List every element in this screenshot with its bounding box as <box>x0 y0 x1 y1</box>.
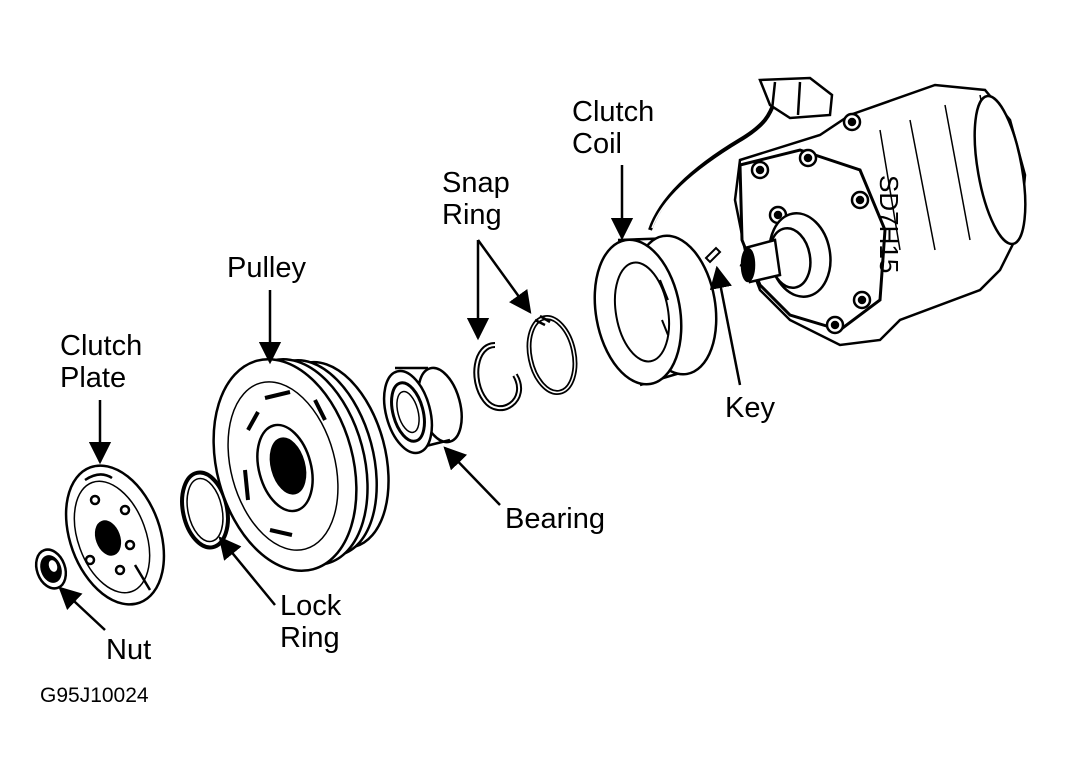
clutch-coil-label-line2: Coil <box>572 128 622 160</box>
bearing-arrow <box>443 446 501 506</box>
clutch-plate-part <box>64 464 166 606</box>
figure-code: G95J10024 <box>40 684 149 707</box>
nut-arrow <box>58 586 106 631</box>
snap-ring-1-part <box>473 342 523 412</box>
snap-ring-label-line2: Ring <box>442 199 502 231</box>
leader-arrows <box>58 165 742 631</box>
clutch-coil-label: Clutch Coil <box>572 96 654 160</box>
lock-ring-label: Lock Ring <box>280 590 341 654</box>
key-part <box>704 246 722 264</box>
pulley-label: Pulley <box>227 252 306 284</box>
lock-ring-arrow <box>218 536 276 606</box>
clutch-plate-label: Clutch Plate <box>60 330 142 394</box>
bearing-part <box>382 366 463 455</box>
clutch-coil-label-line1: Clutch <box>572 96 655 128</box>
clutch-plate-label-line1: Clutch <box>60 330 143 362</box>
compressor-body: SD7H15 <box>648 76 1027 347</box>
snap-ring-label-line1: Snap <box>442 167 510 199</box>
clutch-coil-part <box>593 234 718 387</box>
snap-ring-2-part <box>526 314 578 395</box>
lock-ring-label-line1: Lock <box>280 590 342 622</box>
snap-ring-label: Snap Ring <box>442 167 510 231</box>
key-label: Key <box>725 392 775 424</box>
nut-label: Nut <box>106 634 152 666</box>
compressor-marking-text: SD7H15 <box>874 175 904 273</box>
nut-part <box>34 548 68 590</box>
snap-ring-arrow-right <box>476 239 532 314</box>
pulley-part <box>212 357 390 573</box>
lock-ring-label-line2: Ring <box>280 622 340 654</box>
clutch-plate-label-line2: Plate <box>60 362 127 394</box>
key-arrow <box>709 265 742 386</box>
bearing-label: Bearing <box>505 503 605 535</box>
